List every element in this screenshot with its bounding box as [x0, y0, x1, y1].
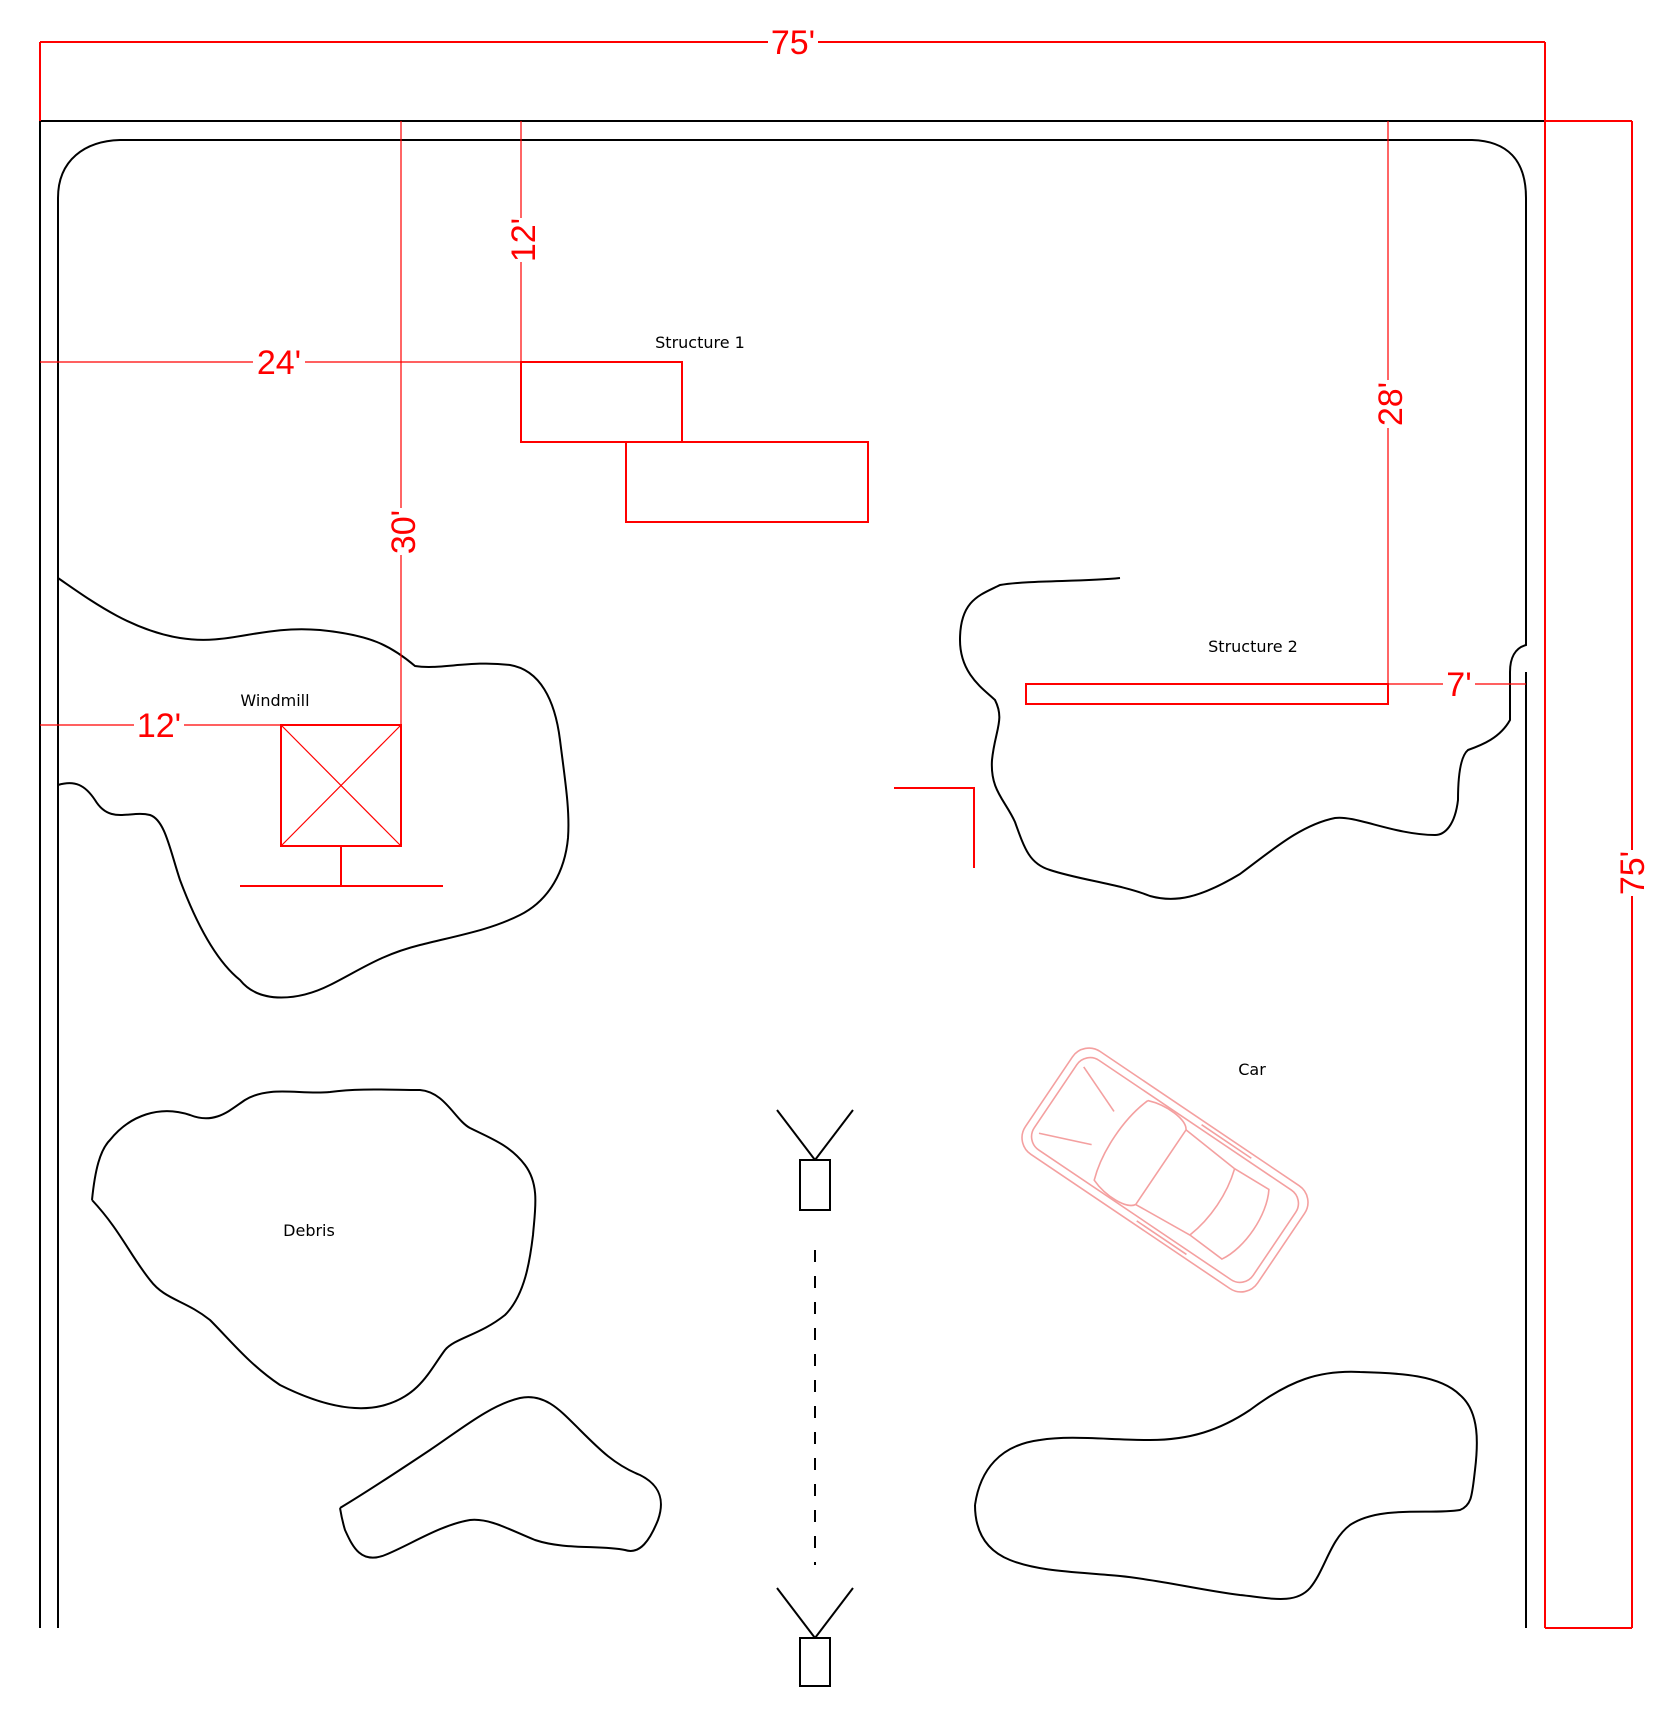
windmill: Windmill	[240, 691, 443, 887]
camera-position-lower	[776, 1587, 854, 1687]
windmill-top-dimension: 30'	[385, 121, 423, 725]
overall-height-dimension: 75'	[1544, 120, 1652, 1629]
structure-2-label: Structure 2	[1208, 637, 1298, 656]
structure-2-top-dimension: 28'	[1372, 121, 1410, 684]
structure-2-right-dimension: 7'	[1388, 666, 1526, 704]
windmill-left-label: 12'	[137, 707, 181, 745]
structure-1-top-dimension: 12'	[505, 121, 543, 362]
windmill-left-dimension: 12'	[40, 707, 281, 745]
structure-1-left-dimension: 24'	[40, 344, 521, 382]
overall-width-label: 75'	[771, 24, 815, 62]
car	[1021, 1047, 1309, 1293]
structure-1: Structure 1	[520, 333, 869, 523]
structure-1-top-label: 12'	[505, 218, 543, 262]
structure-1-left-label: 24'	[257, 344, 301, 382]
camera-position-upper	[776, 1109, 854, 1211]
debris-label: Debris	[283, 1221, 335, 1240]
terrain-blob-debris	[91, 1088, 537, 1410]
structure-1-label: Structure 1	[655, 333, 745, 352]
windmill-top-label: 30'	[385, 510, 423, 554]
terrain-blob-bottom-left	[339, 1396, 662, 1559]
structure-2-top-label: 28'	[1372, 382, 1410, 426]
terrain-blob-windmill	[57, 577, 570, 999]
corner-marker	[894, 787, 975, 868]
windmill-label: Windmill	[240, 691, 309, 710]
car-label: Car	[1238, 1060, 1266, 1079]
terrain-blob-bottom-right	[974, 1370, 1478, 1600]
structure-2: Structure 2	[1025, 637, 1389, 705]
structure-2-right-label: 7'	[1446, 666, 1471, 704]
overall-height-label: 75'	[1614, 851, 1652, 895]
overall-width-dimension: 75'	[39, 24, 1546, 121]
